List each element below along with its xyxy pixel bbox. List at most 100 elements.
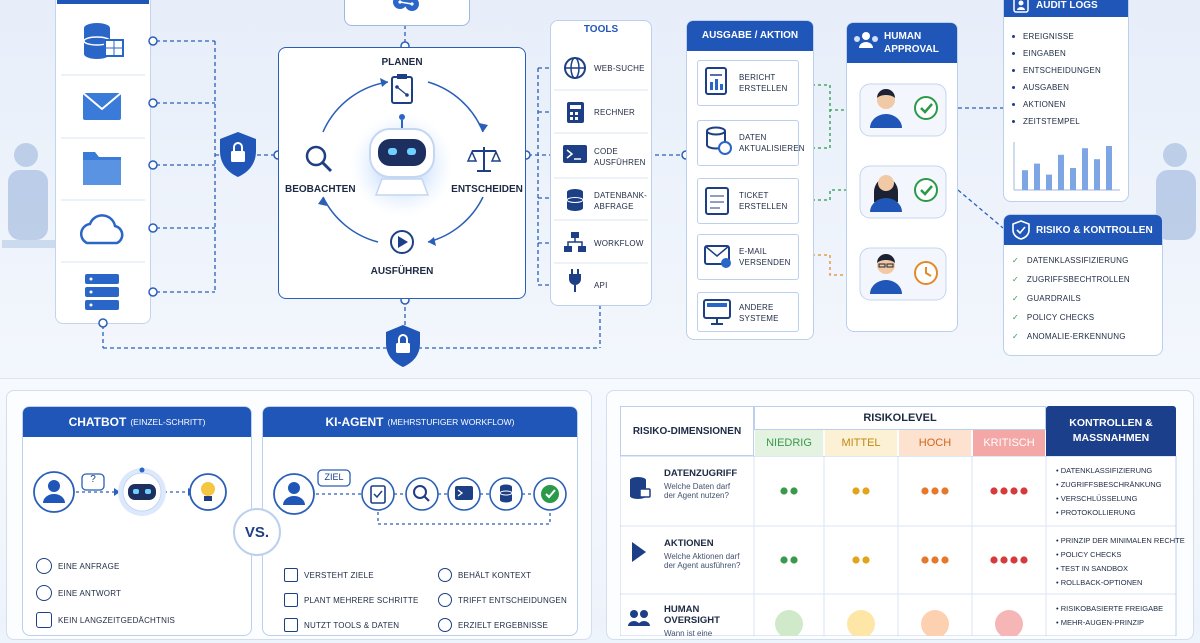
tool-api: API [594, 281, 650, 290]
tool-workflow: WORKFLOW [594, 239, 650, 248]
row-title: DATENZUGRIFF [664, 468, 750, 479]
output-daten-label: DATEN AKTUALISIEREN [739, 132, 797, 154]
audit-bar [1106, 146, 1112, 190]
controls-row-3: • RISIKOBASIERTE FREIGABE • MEHR-AUGEN-P… [1056, 604, 1180, 632]
level-hoch: HOCH [899, 430, 971, 456]
risk-level-dot [941, 487, 948, 494]
audit-item-label: ENTSCHEIDUNGEN [1023, 66, 1101, 75]
risk-level-dot [1020, 556, 1027, 563]
plan-clipboard-icon [392, 74, 412, 103]
risk-level-dot [862, 487, 869, 494]
check-icon: ✓ [1012, 275, 1019, 284]
risk-level-dot [1000, 487, 1007, 494]
risk-level-dot [1020, 487, 1027, 494]
row-desc-line1: Welche Aktionen darf [664, 552, 750, 561]
agent-user-icon [274, 474, 314, 514]
user-icon [34, 472, 74, 512]
risk-level-dot [941, 556, 948, 563]
audit-bar [1070, 168, 1076, 190]
audit-logs-title: AUDIT LOGS [1036, 0, 1126, 11]
chatbot-title: CHATBOT [69, 415, 127, 429]
calculator-icon [567, 102, 584, 123]
risiko-item-label: GUARDRAILS [1027, 294, 1081, 303]
control-item: • RISIKOBASIERTE FREIGABE [1056, 604, 1180, 613]
audit-bar [1046, 175, 1052, 190]
level-header: RISIKOLEVEL [754, 406, 1046, 430]
control-item: • ZUGRIFFSBESCHRÄNKUNG [1056, 480, 1178, 489]
control-item-label: PROTOKOLLIERUNG [1061, 508, 1136, 517]
bullet-icon [1012, 69, 1015, 72]
row-title: HUMAN OVERSIGHT [664, 604, 754, 626]
audit-item: AKTIONEN [1012, 100, 1126, 109]
row-desc-line1: Wann ist eine [664, 629, 754, 638]
user-log-icon [1012, 0, 1030, 14]
chatbot-header: CHATBOT (EINZEL-SCHRITT) [23, 407, 251, 437]
control-item-label: DATENKLASSIFIZIERUNG [1061, 466, 1153, 475]
agent-feature-label: VERSTEHT ZIELE [304, 571, 374, 580]
chatbot-features: EINE ANFRAGE EINE ANTWORT KEIN LANGZEITG… [36, 558, 246, 639]
tool-rechner: RECHNER [594, 108, 650, 117]
audit-item-label: AUSGABEN [1023, 83, 1069, 92]
tools-icons [550, 40, 652, 306]
risiko-item-label: POLICY CHECKS [1027, 313, 1094, 322]
output-icons [697, 60, 737, 332]
risiko-item: ✓ GUARDRAILS [1012, 294, 1160, 303]
audit-bar-chart [1012, 140, 1122, 192]
agent-title: KI-AGENT [325, 415, 383, 429]
database-small-icon [567, 189, 583, 211]
audit-bar [1022, 170, 1028, 190]
risiko-kontrollen-title: RISIKO & KONTROLLEN [1036, 225, 1160, 236]
agent-subtitle: (MEHRSTUFIGER WORKFLOW) [387, 417, 514, 427]
risk-level-dot [852, 487, 859, 494]
level-kritisch: KRITISCH [973, 430, 1045, 456]
output-email-label: E-MAIL VERSENDEN [739, 246, 797, 268]
audit-item: AUSGABEN [1012, 83, 1126, 92]
database-refresh-icon [707, 128, 731, 155]
memory-outline-icon [36, 612, 52, 628]
agent-feature-label: PLANT MEHRERE SCHRITTE [304, 596, 419, 605]
agent-database-icon [500, 485, 512, 503]
output-ticket-label: TICKET ERSTELLEN [739, 190, 797, 212]
audit-list: EREIGNISSE EINGABEN ENTSCHEIDUNGEN AUSGA… [1012, 32, 1126, 134]
chatbot-flow-graphic [22, 450, 252, 530]
risk-level-dot [921, 487, 928, 494]
controls-header: KONTROLLEN & MASSNAHMEN [1046, 406, 1176, 456]
audit-item-label: EREIGNISSE [1023, 32, 1074, 41]
bullet-icon [1012, 86, 1015, 89]
email-icon [705, 246, 731, 268]
bullet-icon [1012, 52, 1015, 55]
control-item-label: RISIKOBASIERTE FREIGABE [1061, 604, 1163, 613]
level-niedrig: NIEDRIG [755, 430, 823, 456]
controls-row-1: • DATENKLASSIFIZIERUNG • ZUGRIFFSBESCHRÄ… [1056, 466, 1178, 522]
row-datenzugriff: DATENZUGRIFF Welche Daten darf der Agent… [664, 468, 750, 500]
control-item-label: TEST IN SANDBOX [1061, 564, 1128, 573]
agent-check-icon [541, 485, 559, 503]
decision-icon [438, 593, 452, 607]
audit-bar [1094, 159, 1100, 190]
human-approval-title-line2: APPROVAL [884, 43, 954, 56]
tool-web-suche: WEB-SUCHE [594, 64, 650, 73]
check-icon: ✓ [1012, 294, 1019, 303]
audit-item: EREIGNISSE [1012, 32, 1126, 41]
tool-datenbank: DATENBANK-ABFRAGE [594, 190, 650, 212]
agent-bubble-text: ZIEL [318, 472, 350, 482]
agent-flow-graphic [262, 450, 578, 530]
globe-icon [565, 58, 585, 78]
level-mittel: MITTEL [825, 430, 897, 456]
tools-title: TOOLS [550, 24, 652, 35]
row-desc-line2: der Agent ausführen? [664, 561, 750, 570]
audit-bar [1058, 155, 1064, 190]
shield-lock-bottom-icon [386, 325, 420, 367]
control-item: • POLICY CHECKS [1056, 550, 1180, 559]
risk-level-dot [1010, 556, 1017, 563]
dim-header: RISIKO-DIMENSIONEN [620, 406, 754, 456]
chatbot-bubble-text: ? [82, 474, 104, 485]
magnifier-icon [307, 147, 331, 171]
agent-feature: BEHÄLT KONTEXT [438, 568, 574, 582]
monitor-icon [704, 300, 730, 324]
terminal-icon [563, 145, 587, 163]
control-item: • PRINZIP DER MINIMALEN RECHTE [1056, 536, 1180, 545]
output-bericht-label: BERICHT ERSTELLEN [739, 72, 797, 94]
plan-steps-icon [284, 593, 298, 607]
human-approval-title-line1: HUMAN [884, 30, 954, 43]
